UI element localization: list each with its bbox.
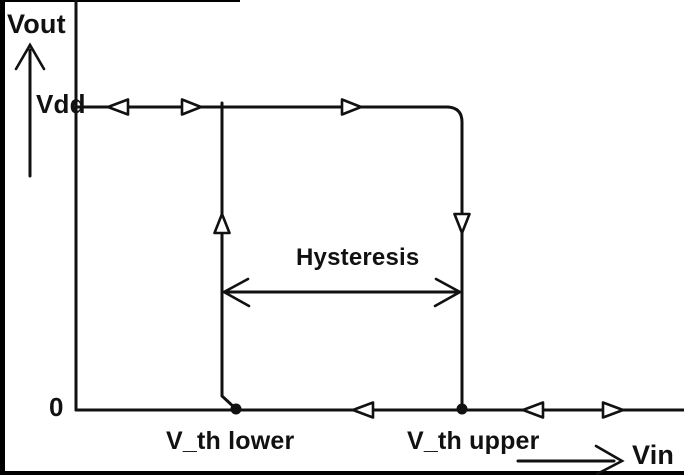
lower-threshold-label: V_th lower [166, 427, 295, 455]
hysteresis-width-arrow [221, 277, 463, 308]
y-axis-label: Vout [7, 9, 66, 39]
hysteresis-annotation-label: Hysteresis [296, 244, 420, 271]
x-axis-label: Vin [632, 440, 675, 470]
arrow-right-hollow-icon [601, 401, 625, 419]
vdd-level-and-falling-edge-line [76, 105, 464, 410]
arrow-left-hollow-icon [521, 401, 545, 419]
arrow-right-hollow-icon [340, 98, 363, 116]
vin-direction-arrow-icon [516, 444, 625, 475]
arrow-left-hollow-icon [106, 98, 130, 116]
rising-edge-line [220, 101, 238, 411]
arrow-left-hollow-icon [351, 401, 375, 419]
upper-threshold-label: V_th upper [407, 427, 540, 455]
origin-label: 0 [49, 392, 64, 422]
top-border-segment [0, 0, 240, 2]
vout-direction-arrow-icon [14, 42, 46, 178]
lower-threshold-dot [230, 403, 242, 415]
upper-threshold-dot [456, 403, 468, 415]
arrow-right-hollow-icon [180, 98, 203, 116]
left-border [0, 0, 5, 475]
arrow-down-hollow-icon [453, 212, 471, 235]
arrow-up-hollow-icon [213, 212, 231, 235]
bottom-border [0, 471, 684, 475]
vdd-level-label: Vdd [36, 89, 86, 119]
